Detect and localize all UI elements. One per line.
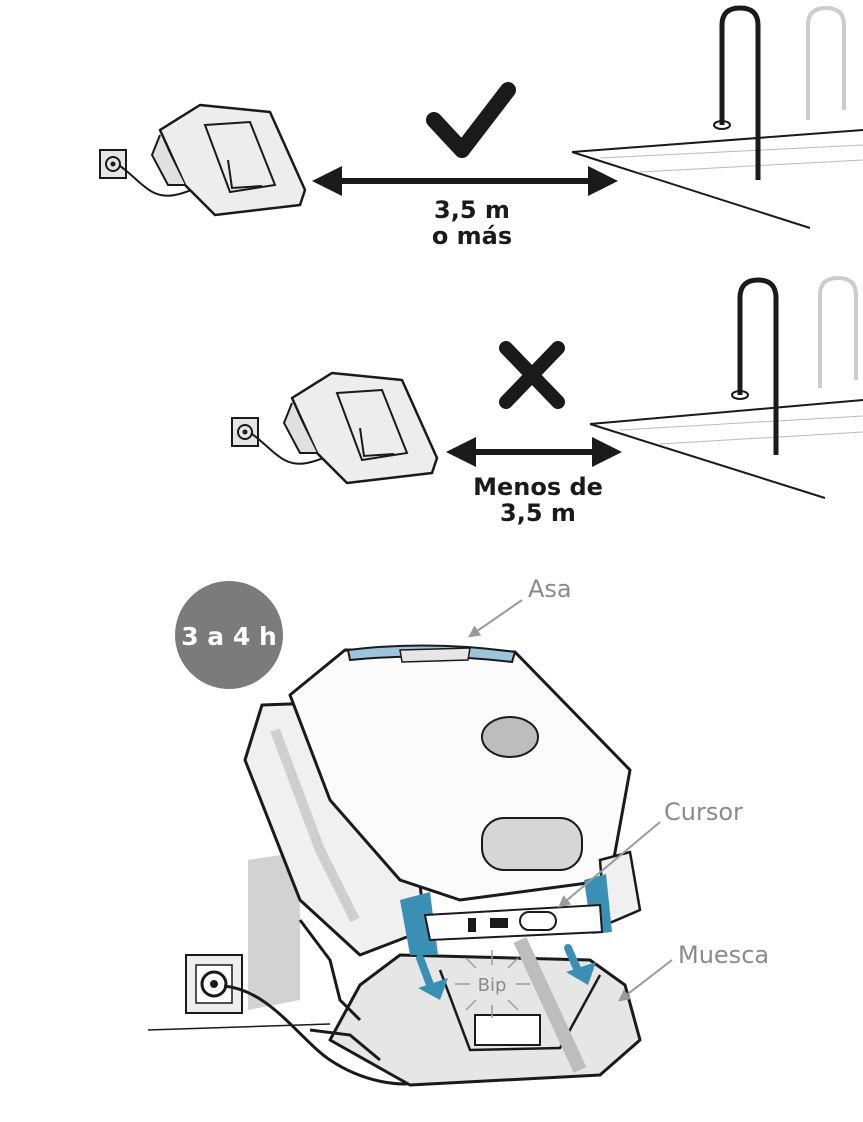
panel-charging: 3 a 4 h (147, 575, 769, 1087)
distance-label-line1: 3,5 m (434, 196, 510, 224)
charger-dock-icon (150, 103, 307, 217)
pool-edge-icon (589, 399, 863, 499)
cursor-switch (519, 911, 557, 931)
charger-dock-icon (282, 371, 439, 485)
distance-label-line2: 3,5 m (500, 499, 576, 527)
pool-edge-icon (571, 129, 863, 229)
wall-socket-icon (231, 417, 259, 447)
notch-pointer (618, 959, 673, 1002)
cross-icon (499, 341, 565, 409)
panel-correct-distance: 3,5 m o más (99, 5, 863, 250)
handle-pointer (468, 599, 523, 638)
charge-duration-badge: 3 a 4 h (175, 581, 283, 689)
distance-label-line1: Menos de (473, 473, 603, 501)
distance-label-line2: o más (432, 222, 512, 250)
check-icon (426, 82, 516, 158)
cursor-pointer (558, 821, 661, 908)
down-arrow-left-icon (416, 954, 448, 1000)
charger-dock-icon (298, 919, 642, 1087)
notch-label: Muesca (678, 941, 769, 969)
pool-ladder-icon (731, 275, 858, 455)
down-arrow-right-icon (564, 944, 596, 985)
top-button (481, 716, 539, 758)
charge-duration-text: 3 a 4 h (181, 622, 277, 651)
floor-line (147, 1023, 331, 1031)
wall-socket-icon (185, 954, 243, 1014)
panel-too-close: Menos de 3,5 m (231, 275, 863, 527)
wall-socket-icon (99, 149, 127, 179)
pool-robot-icon (243, 644, 642, 957)
beep-burst-icon: Bip (455, 950, 530, 1018)
cursor-label: Cursor (664, 798, 743, 826)
beep-label: Bip (478, 975, 507, 996)
power-cable (223, 984, 431, 1086)
pool-ladder-icon (713, 5, 846, 180)
front-grille (481, 817, 583, 871)
wall-shadow (248, 852, 300, 1010)
handle-label: Asa (528, 575, 572, 603)
